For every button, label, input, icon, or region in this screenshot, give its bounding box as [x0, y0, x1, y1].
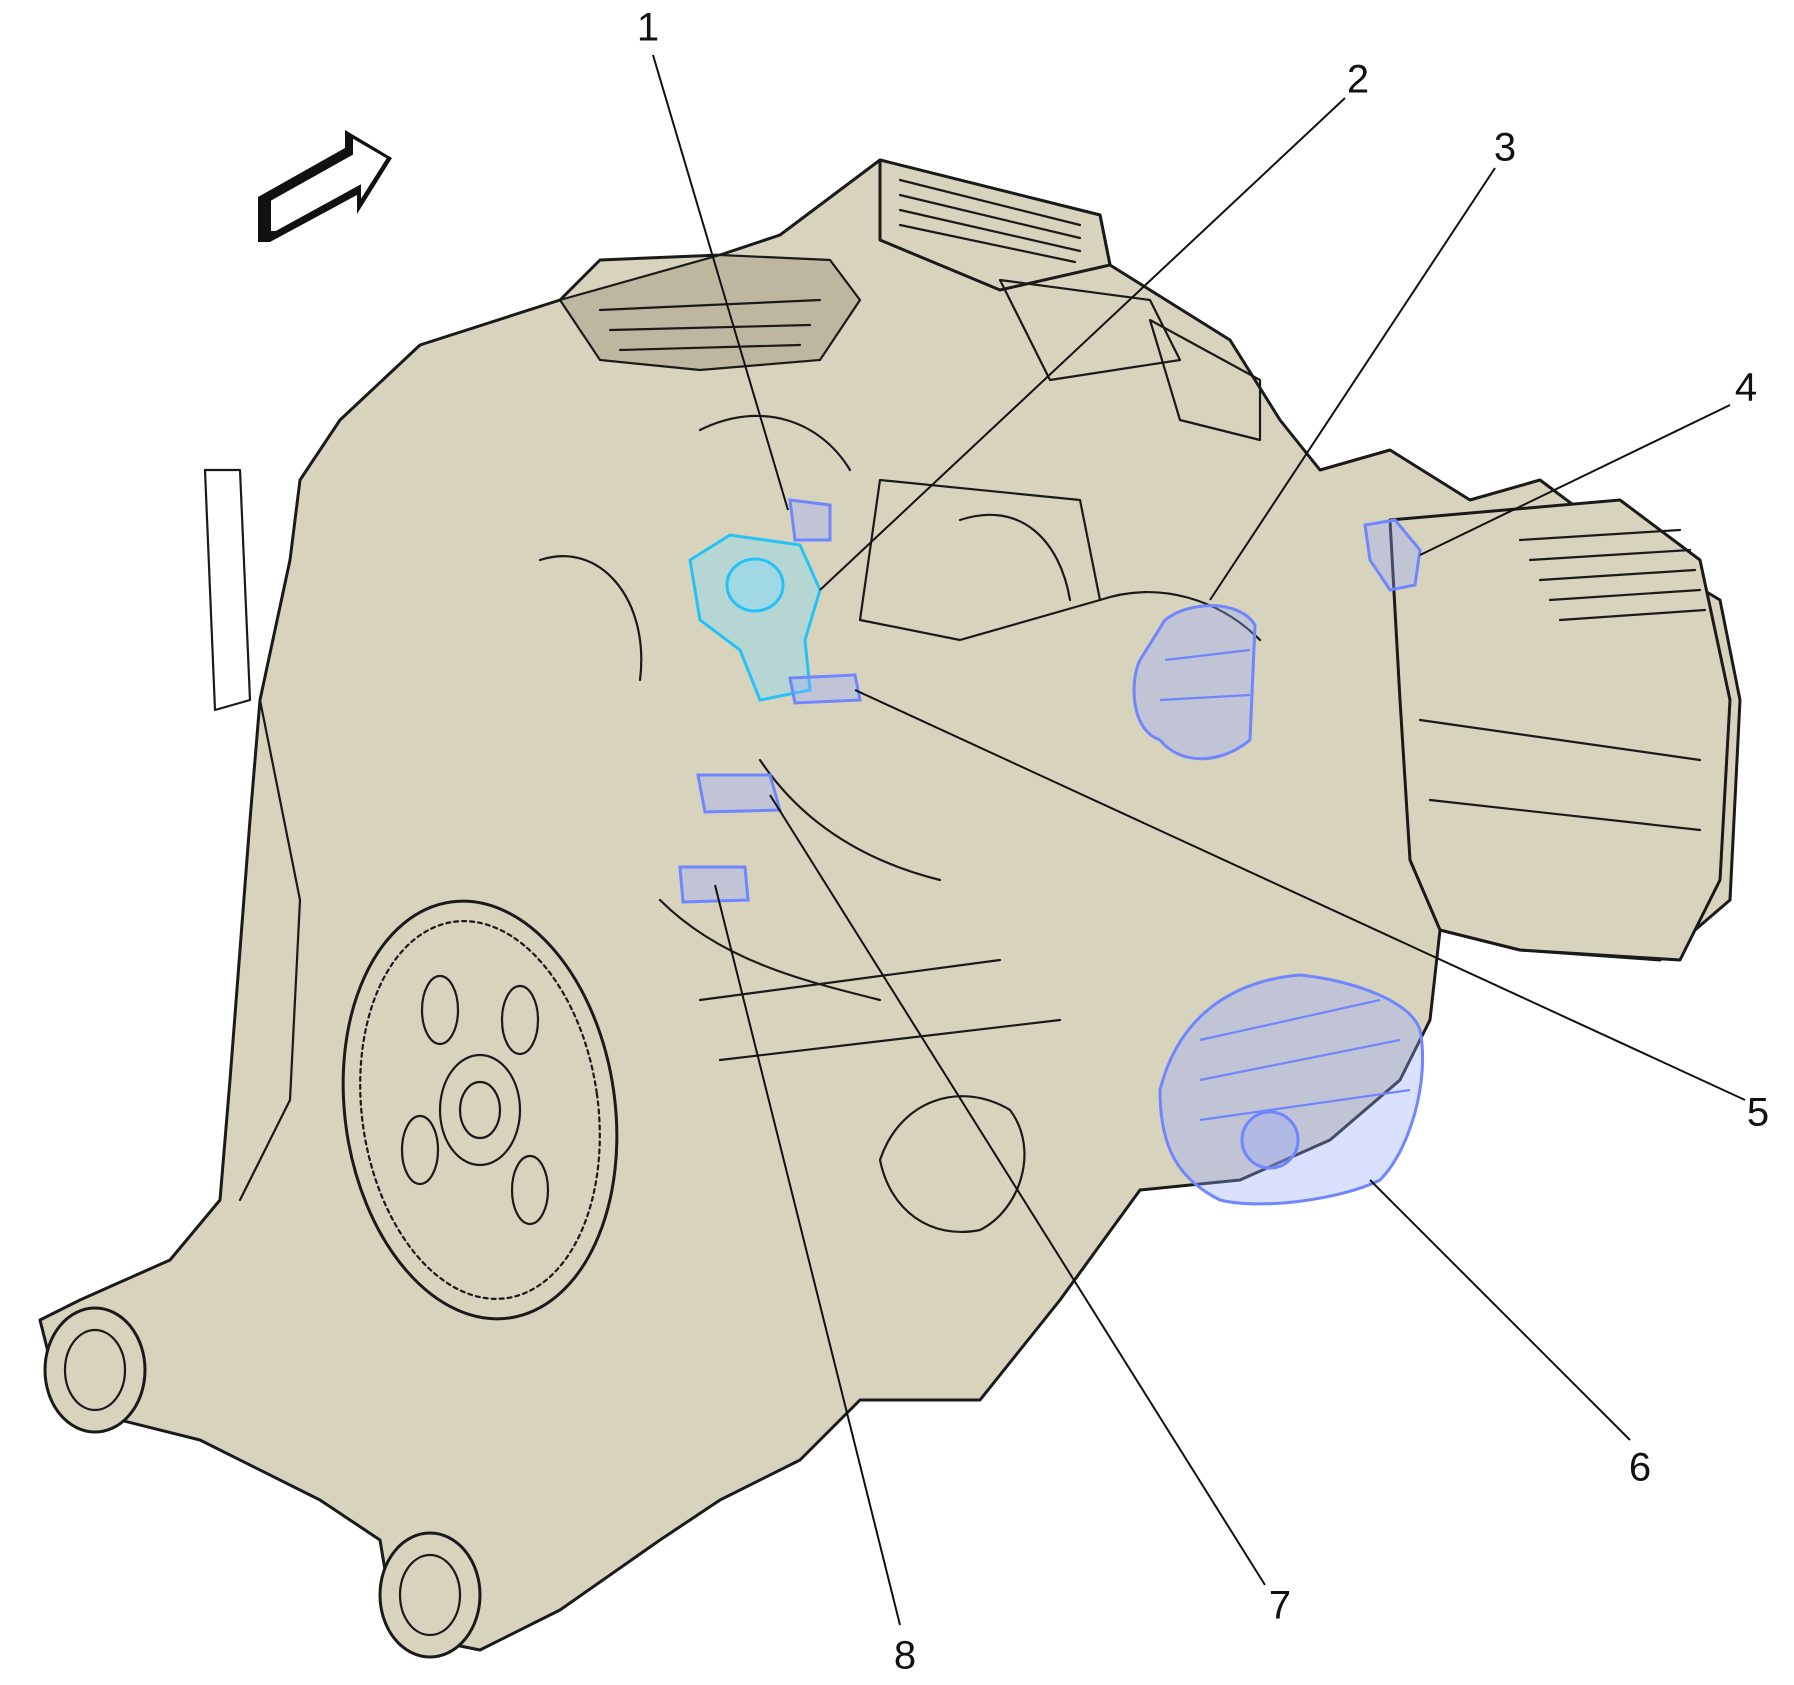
component-6-highlight	[1158, 973, 1425, 1206]
callout-numbers: 1 2 3 4 5 6 7 8	[637, 6, 1769, 1678]
exhaust-flange-left	[43, 1306, 147, 1434]
callout-6: 6	[1629, 1446, 1651, 1490]
component-7-highlight	[696, 773, 782, 814]
exhaust-flange-bottom	[378, 1531, 482, 1659]
callout-7: 7	[1269, 1584, 1291, 1628]
flywheel	[341, 899, 619, 1321]
leader-line-7	[769, 794, 1266, 1586]
callout-1: 1	[637, 6, 659, 50]
callout-5: 5	[1747, 1091, 1769, 1135]
component-3-highlight	[1132, 604, 1257, 761]
component-8-highlight	[678, 865, 750, 904]
component-4-highlight	[1363, 518, 1422, 592]
component-5-highlight	[788, 673, 862, 705]
engine-illustration	[38, 158, 1742, 1659]
leader-line-3	[1209, 167, 1496, 601]
callout-3: 3	[1494, 126, 1516, 170]
leader-line-4	[1419, 404, 1731, 556]
component-1-highlight	[688, 498, 832, 702]
callout-8: 8	[894, 1634, 916, 1678]
callout-2: 2	[1347, 58, 1369, 102]
leader-lines	[652, 54, 1746, 1626]
callout-4: 4	[1735, 366, 1757, 410]
leader-line-8	[714, 884, 901, 1626]
leader-line-5	[854, 689, 1746, 1101]
leader-line-1	[652, 54, 789, 511]
leader-line-2	[819, 97, 1346, 591]
leader-line-6	[1369, 1179, 1631, 1441]
direction-arrow-icon	[258, 130, 392, 242]
